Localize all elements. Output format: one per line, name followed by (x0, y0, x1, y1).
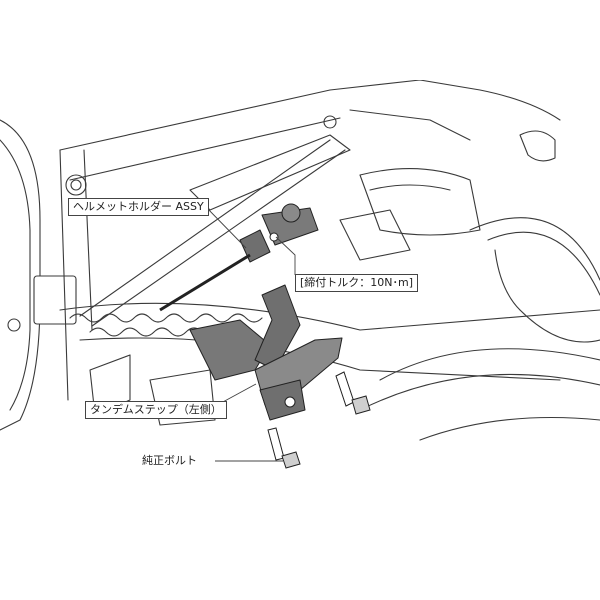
side-cover (359, 168, 481, 236)
knurled-knob-inner (70, 179, 82, 191)
left-bracket-block (33, 275, 77, 325)
holder-stay-rod (159, 253, 251, 312)
fender-edge (494, 249, 521, 311)
rear-wheel-arc-1 (379, 348, 600, 381)
knurled-knob (65, 174, 87, 196)
rear-mount-tab (519, 130, 556, 162)
frame-rail-diagonal-2 (91, 149, 346, 327)
genuine-bolt-shank (267, 427, 285, 461)
side-cover-lower (339, 209, 411, 261)
swingarm-upper (59, 302, 600, 331)
callout-torque: [締付トルク：10N･m] (295, 274, 419, 292)
leader-helmet-holder (204, 205, 247, 249)
tandem-step-mount (259, 379, 306, 421)
motorcycle-line-drawing (0, 80, 600, 469)
left-body-panel (0, 119, 41, 431)
subframe-bolt (323, 115, 337, 129)
callout-helmet-holder: ヘルメットホルダー ASSY (68, 198, 209, 216)
genuine-bolt-head (281, 451, 301, 469)
footrest-block (89, 354, 131, 416)
rear-wheel-arc-2 (359, 373, 600, 411)
subframe-top (329, 80, 561, 121)
left-body-inner (0, 139, 31, 411)
subframe-top-2 (349, 109, 471, 141)
right-bolt-shank (335, 371, 355, 407)
wheel-spoke-detail (519, 309, 600, 343)
frame-tube-left (59, 149, 69, 401)
drive-chain-top (69, 313, 263, 323)
rear-fender-inner (487, 231, 600, 296)
helmet-lock-cylinder (281, 203, 301, 223)
frame-tube-left-2 (83, 149, 93, 331)
holder-bolt-head (269, 232, 279, 242)
rear-fender-outer (469, 217, 600, 281)
step-pivot (284, 396, 296, 408)
helmet-holder-plate (239, 229, 271, 263)
side-cover-line (369, 184, 451, 191)
diagram-frame: ヘルメットホルダー ASSY [締付トルク：10N･m] タンデムステップ（左側… (0, 80, 600, 520)
callout-tandem-step: タンデムステップ（左側） (85, 401, 227, 419)
right-bolt-head (351, 395, 371, 415)
panel-bolt (7, 318, 21, 332)
callout-genuine-bolt: 純正ボルト (138, 453, 201, 469)
leader-torque (275, 236, 296, 275)
rear-wheel-arc-3 (419, 417, 600, 441)
frame-gusset (189, 134, 351, 211)
frame-rail-upper (59, 89, 331, 151)
frame-rail-upper-2 (69, 117, 341, 181)
frame-rail-diagonal (79, 139, 331, 317)
